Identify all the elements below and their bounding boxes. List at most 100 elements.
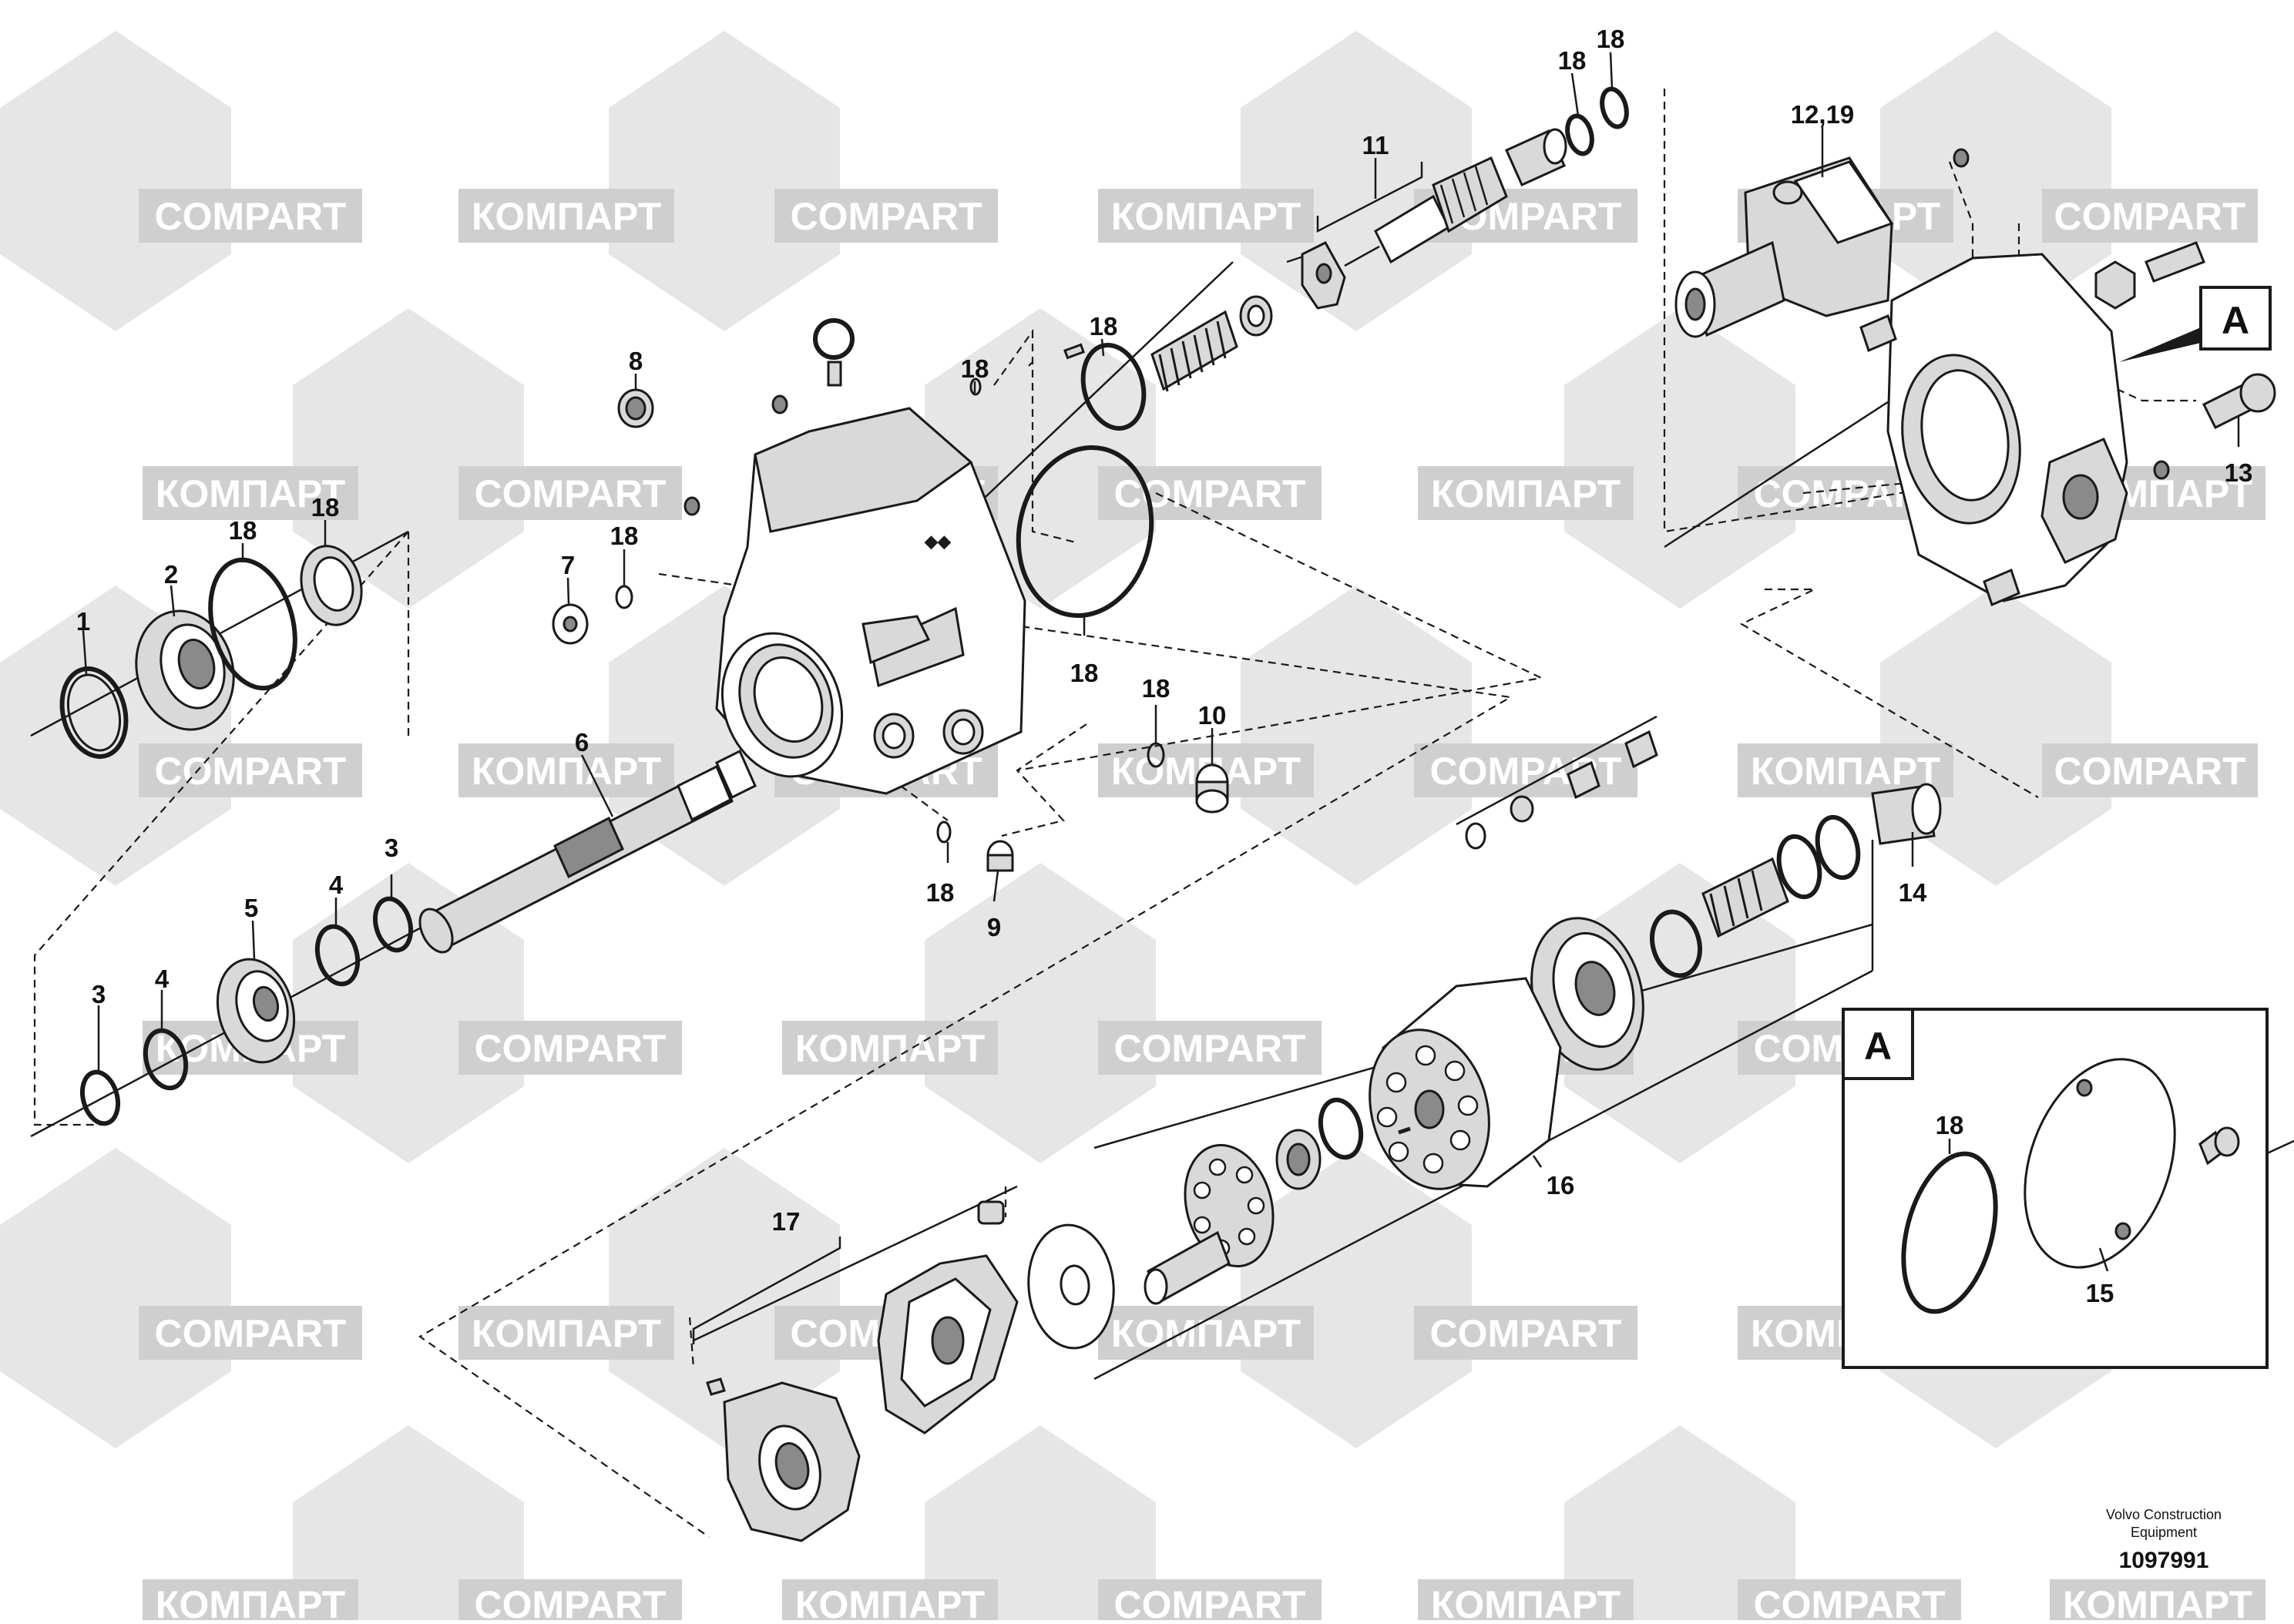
watermark-bar [774, 189, 998, 243]
part-18-oring-left [208, 557, 297, 691]
watermark-hexagon [609, 1148, 840, 1448]
callout-18-e: 18 [1090, 312, 1118, 341]
callout-13: 13 [2225, 458, 2253, 487]
watermark-bar [1098, 1021, 1322, 1075]
part-4-shim-lower [143, 1028, 189, 1091]
part-17-swash-plate [877, 1200, 1019, 1434]
part-screw-housing-2 [683, 496, 700, 516]
dashed-guide-pin [1028, 361, 1033, 367]
callout-3-lower: 3 [92, 980, 106, 1008]
axis-swash [693, 1185, 1018, 1342]
watermark-bar [458, 743, 674, 797]
part-12-19-regulator [1674, 156, 1894, 338]
part-9-plug [986, 840, 1014, 872]
callout-9: 9 [987, 913, 1001, 941]
watermark-hexagon [0, 1148, 231, 1448]
part-18-oring-top-small [969, 377, 982, 396]
watermark-hexagon [1241, 31, 1472, 331]
part-8-plug [617, 388, 654, 428]
callout-1: 1 [76, 607, 90, 636]
watermark-bar [143, 1579, 358, 1620]
part-pin-top [1063, 343, 1086, 360]
watermark-bar [2050, 1579, 2265, 1620]
watermark-bar [1414, 1306, 1637, 1360]
part-pump-housing: ◆◆ [715, 407, 1026, 795]
callout-18-f: 18 [1070, 659, 1099, 687]
part-swash-cradle [706, 1377, 861, 1542]
watermark-bar [139, 1306, 362, 1360]
callout-11: 11 [1362, 131, 1389, 159]
watermark-text: COMPART [790, 195, 982, 238]
watermark-bar [1418, 1579, 1634, 1620]
watermark-bar [2042, 743, 2258, 797]
part-14-bearing [1871, 783, 1942, 845]
watermark-bar [2042, 189, 2258, 243]
watermark-bar [782, 1579, 998, 1620]
dashed-guide-housing-right [993, 328, 1080, 545]
part-stud-left [1859, 314, 1897, 353]
watermark-hexagon [925, 1425, 1156, 1620]
watermark-text: COMPART [474, 1583, 666, 1620]
part-stud [2145, 241, 2205, 283]
part-spring-seat [1239, 295, 1273, 337]
watermark-text: КОМПАРТ [795, 1583, 985, 1620]
part-stud-lower [1983, 568, 2020, 607]
watermark-bar [143, 466, 358, 520]
watermark-bar [1098, 1306, 1314, 1360]
callout-18-h: 18 [926, 878, 955, 907]
watermark-bar [1098, 466, 1322, 520]
watermark-text: КОМПАРТ [2063, 1583, 2252, 1620]
callout-7: 7 [561, 551, 575, 579]
watermark-text: КОМПАРТ [1431, 472, 1621, 515]
watermark-hexagon [293, 308, 524, 609]
watermark-hexagon [925, 863, 1156, 1163]
watermark-bar [782, 1021, 998, 1075]
watermark-text: COMPART [1113, 1583, 1305, 1620]
watermark-text: КОМПАРТ [1111, 1312, 1301, 1355]
detail-marker-a-top: A [2222, 299, 2249, 342]
part-13-bolt [2202, 373, 2276, 430]
part-screw-housing [771, 394, 788, 414]
watermark-bar [1738, 1579, 1961, 1620]
callout-6: 6 [575, 728, 589, 757]
part-18-oring-9 [936, 820, 952, 844]
callout-4-lower: 4 [155, 965, 170, 993]
watermark-text: COMPART [154, 750, 346, 793]
callout-10: 10 [1198, 701, 1227, 730]
part-7-plug [552, 603, 589, 645]
dashed-guide-cradle [688, 1317, 695, 1368]
watermark-text: COMPART [1753, 1583, 1945, 1620]
part-18-oring-spool-b [1600, 86, 1629, 129]
callout-18-a: 18 [229, 516, 257, 545]
part-3-snap-ring-upper [372, 896, 414, 953]
watermark-hexagon [1564, 863, 1795, 1163]
watermark-text: КОМПАРТ [156, 1583, 345, 1620]
part-4-shim-upper [314, 924, 361, 987]
part-rings-14 [1776, 814, 1861, 900]
callout-18-c: 18 [610, 522, 639, 550]
watermark-text: COMPART [1113, 1027, 1305, 1070]
watermark-hexagon [1880, 586, 2111, 886]
part-18-oring-detail-a [1901, 1151, 1998, 1314]
watermark-hexagon [609, 31, 840, 331]
callout-2: 2 [164, 560, 178, 589]
detail-a-reference-marker [2119, 286, 2272, 362]
callout-16: 16 [1547, 1171, 1575, 1200]
axis-valve-spool [1456, 715, 1658, 826]
watermark-text: КОМПАРТ [1751, 750, 1940, 793]
part-2-seal-carrier [135, 609, 235, 731]
watermark-text: КОМПАРТ [472, 750, 661, 793]
part-6-drive-shaft [418, 749, 757, 954]
figure-number: 1097991 [2119, 1548, 2209, 1573]
watermark-bar [1098, 1579, 1322, 1620]
watermark-text: КОМПАРТ [472, 195, 661, 238]
callout-18-d: 18 [961, 354, 989, 383]
watermark-hexagon [1564, 1425, 1795, 1620]
part-18-oring-spool-a [1565, 113, 1594, 156]
watermark-hexagon [293, 1425, 524, 1620]
part-5-bearing [216, 958, 296, 1064]
callout-12-19: 12,19 [1791, 100, 1855, 129]
watermark-text: КОМПАРТ [156, 472, 345, 515]
